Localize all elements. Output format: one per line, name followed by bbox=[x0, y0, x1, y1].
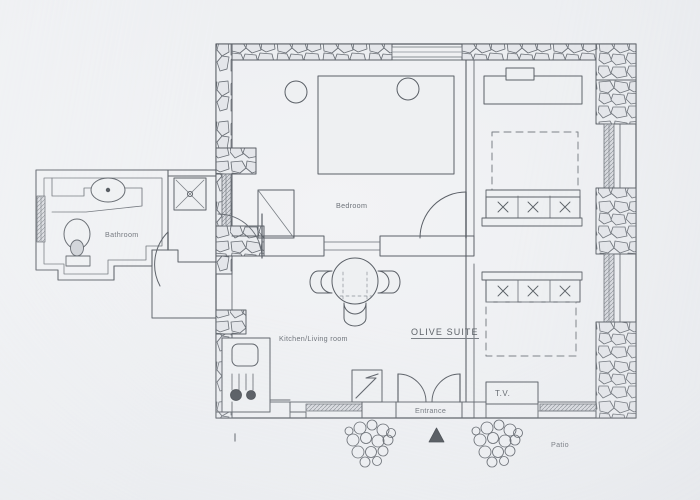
pillow-right bbox=[396, 77, 420, 101]
pillow-left bbox=[284, 80, 308, 104]
shrub-right bbox=[471, 419, 523, 468]
entrance-opening bbox=[395, 401, 463, 419]
stone-wall-right-lower bbox=[595, 321, 637, 419]
bedroom-partition-bottom bbox=[231, 235, 325, 257]
toilet-bowl bbox=[63, 218, 91, 250]
pergola-outline-lower bbox=[485, 301, 577, 357]
corridor-door-swing bbox=[217, 213, 263, 259]
patio-planter-cap bbox=[505, 67, 535, 81]
stone-wall-bedroom-jamb bbox=[215, 147, 257, 175]
bottom-step-left2 bbox=[361, 401, 397, 419]
bathroom-door-swing bbox=[154, 231, 169, 287]
window-bedroom-left bbox=[221, 173, 232, 227]
bench-upper-x1 bbox=[497, 201, 509, 213]
toilet-cistern bbox=[65, 255, 91, 267]
fireplace-zigzag bbox=[355, 373, 379, 399]
bench-upper-x2 bbox=[527, 201, 539, 213]
shower-drain bbox=[186, 190, 194, 198]
hob-burner-small bbox=[246, 390, 256, 400]
kitchen-counter-return bbox=[215, 399, 291, 413]
basin-drain bbox=[105, 187, 111, 193]
stone-wall-right-upper bbox=[595, 43, 637, 81]
hob-burner-large bbox=[230, 389, 242, 401]
stone-wall-right-upper2 bbox=[595, 79, 637, 125]
chair-right bbox=[377, 270, 401, 294]
dining-table bbox=[331, 257, 379, 305]
label-kitchen-living: Kitchen/Living room bbox=[279, 334, 348, 343]
kitchen-sink bbox=[231, 343, 259, 367]
bedroom-partition-bottom2 bbox=[379, 235, 475, 257]
stone-wall-corridor-top bbox=[215, 225, 265, 257]
bench-lower-cushion-divider bbox=[517, 279, 551, 303]
bed bbox=[317, 75, 455, 175]
bench-lower-x3 bbox=[559, 285, 571, 297]
shrub-left bbox=[344, 419, 396, 468]
label-tv: T.V. bbox=[495, 389, 511, 398]
bedroom-door-swing bbox=[419, 191, 467, 239]
pergola-outline-upper bbox=[491, 131, 579, 193]
entrance-marker-triangle bbox=[428, 427, 445, 443]
chair-bottom bbox=[343, 302, 367, 327]
label-olive-suite: OLIVE SUITE bbox=[411, 327, 479, 339]
patio-planter-upper bbox=[483, 75, 583, 105]
shower-x bbox=[175, 179, 205, 209]
threshold-left bbox=[305, 403, 363, 412]
bench-upper-x3 bbox=[559, 201, 571, 213]
threshold-right bbox=[539, 403, 597, 412]
stone-wall-top-left bbox=[215, 43, 393, 61]
bench-lower-back bbox=[481, 271, 583, 281]
chair-left bbox=[309, 270, 333, 294]
stone-wall-right-mid bbox=[595, 187, 637, 255]
label-bedroom: Bedroom bbox=[336, 201, 368, 210]
corridor-door-frame bbox=[257, 189, 295, 239]
bench-upper-cushion-divider bbox=[517, 195, 551, 219]
bathroom-inner-face bbox=[43, 177, 163, 275]
kitchen-drainer-lines bbox=[231, 373, 254, 391]
stone-wall-corridor-bottom bbox=[215, 309, 247, 335]
bench-lower-x2 bbox=[527, 285, 539, 297]
entrance-door-swing-right bbox=[431, 373, 461, 403]
entrance-door-swing-left bbox=[397, 373, 427, 403]
bench-lower-x1 bbox=[497, 285, 509, 297]
hall-outline bbox=[151, 249, 217, 319]
bench-upper-back bbox=[485, 189, 581, 198]
label-entrance: Entrance bbox=[415, 406, 447, 415]
corridor-door-diagonal bbox=[257, 189, 295, 239]
toilet-seat bbox=[70, 239, 84, 257]
bottom-step-right bbox=[473, 401, 597, 419]
hall-link-bottom bbox=[167, 249, 217, 263]
label-bathroom: Bathroom bbox=[105, 230, 139, 239]
bedroom-partition-bridge bbox=[323, 241, 381, 251]
label-patio: Patio bbox=[551, 440, 569, 449]
bench-upper-plinth bbox=[481, 217, 583, 227]
tv-cabinet bbox=[485, 381, 539, 405]
table-edge-dash bbox=[339, 271, 373, 301]
